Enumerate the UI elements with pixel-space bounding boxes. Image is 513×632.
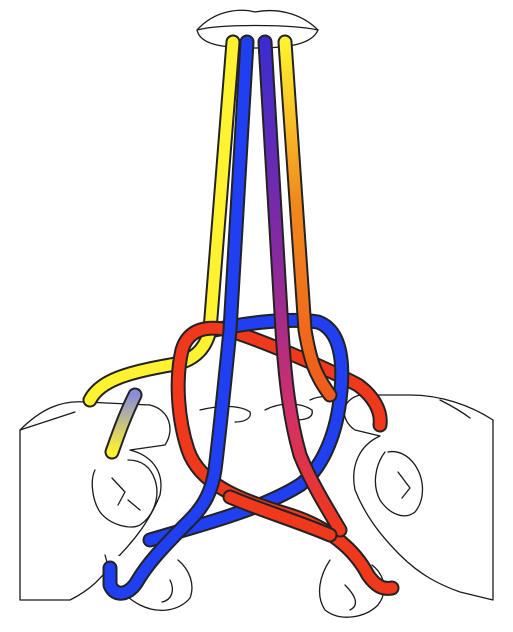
bead-cap-icon bbox=[197, 10, 318, 48]
yellow-strand bbox=[90, 42, 233, 452]
orange-strand bbox=[285, 42, 330, 395]
